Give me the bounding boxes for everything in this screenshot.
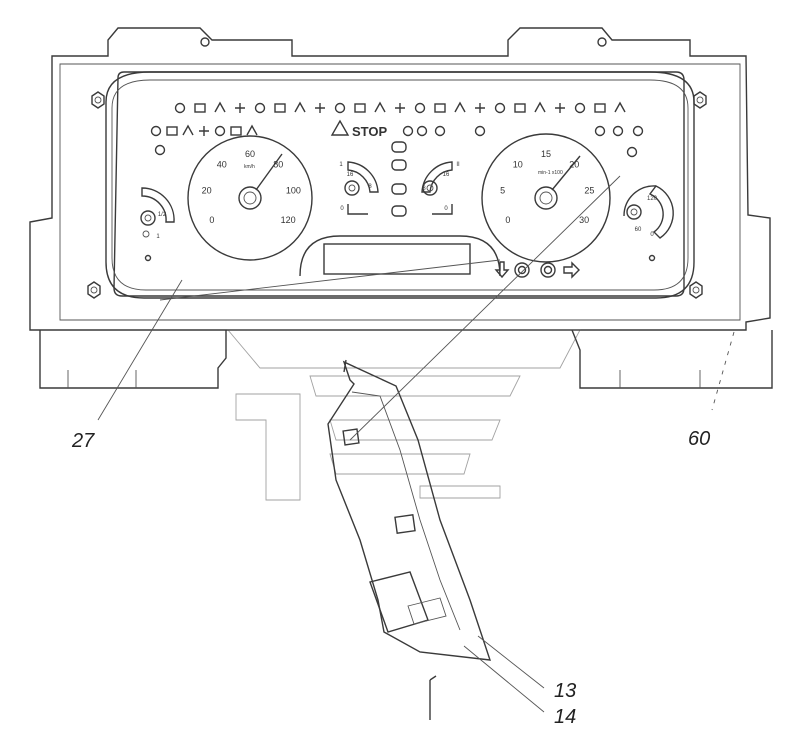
turn-signal-indicators (494, 261, 580, 279)
warning-lamp-icon (230, 126, 242, 136)
warning-lamp-icon (374, 101, 386, 113)
dial-tick-label: 1/2 (158, 212, 167, 218)
warning-lamp-icon (632, 125, 644, 137)
tachometer: min-1 x100 0 5 10 15 20 25 30 (481, 133, 611, 263)
warning-lamp-icon (594, 103, 606, 113)
dial-tick-label: 8 (368, 184, 372, 190)
warning-lamp-icon (235, 103, 245, 113)
indicator-column (391, 141, 407, 217)
warning-lamp-icon (474, 125, 486, 137)
callout-14: 14 (554, 706, 577, 728)
dial-tick-label: 1 (339, 162, 343, 168)
hazard-triangle-icon (330, 119, 350, 136)
dial-tick-label: 40 (217, 159, 227, 169)
dial-tick-label: 0 (444, 206, 448, 212)
connector-module (327, 359, 492, 720)
mounting-bolt-icon (693, 91, 707, 109)
warning-lamp-icon (414, 102, 426, 114)
dial-tick-label: 15 (541, 149, 551, 159)
fuel-gauge: 1/2 1 (140, 187, 175, 262)
arrow-right-icon (563, 261, 580, 279)
dial-tick-label: 25 (584, 186, 594, 196)
warning-lamp-icon (434, 125, 446, 137)
coolant-temp-gauge: 120 60 0 (623, 185, 674, 262)
dial-tick-label: 100 (286, 186, 301, 196)
warning-lamp-icon (334, 102, 346, 114)
warning-lamp-icon (194, 103, 206, 113)
dial-tick-label: 0 (340, 206, 344, 212)
warning-lamp-icon (514, 103, 526, 113)
warning-lamp-icon (294, 101, 306, 113)
dial-tick-label: 60 (635, 227, 642, 233)
leader-lines (97, 175, 735, 713)
warning-lamp-icon (626, 146, 638, 158)
warning-lamp-row (174, 101, 626, 114)
cluster-bezel (105, 71, 695, 299)
callout-27: 27 (72, 430, 95, 452)
mounting-bolt-icon (689, 281, 703, 299)
dial-tick-label: 8 (422, 186, 426, 192)
speedometer-unit: km/h (244, 164, 255, 170)
dial-tick-label: 0 (505, 215, 510, 225)
dial-tick-label: 60 (245, 149, 255, 159)
speedometer: km/h 0 20 40 60 80 100 120 (187, 135, 313, 261)
dial-tick-label: 1 (156, 234, 160, 240)
dial-tick-label: 5 (500, 186, 505, 196)
dial-tick-label: 120 (281, 215, 296, 225)
warning-lamp-icon (402, 125, 414, 137)
warning-lamp-icon (154, 144, 166, 156)
mounting-bolt-icon (87, 281, 101, 299)
warning-lamp-icon (454, 101, 466, 113)
dial-tick-label: 20 (569, 159, 579, 169)
warning-lamp-icon (214, 101, 226, 113)
warning-lamp-icon (182, 124, 194, 136)
warning-lamp-icon (574, 102, 586, 114)
warning-lamp-icon (434, 103, 446, 113)
arrow-down-icon (494, 261, 510, 279)
dial-tick-label: 30 (579, 215, 589, 225)
mounting-bolt-icon (91, 91, 105, 109)
watermark-logo (227, 329, 581, 501)
warning-lamp-icon (612, 125, 624, 137)
warning-lamp-icon (416, 125, 428, 137)
dial-tick-label: 0 (650, 232, 654, 238)
warning-lamp-icon (254, 102, 266, 114)
warning-lamp-icon (534, 101, 546, 113)
dial-tick-label: 120 (647, 196, 658, 202)
warning-lamp-icon (246, 124, 258, 136)
dial-tick-label: II (456, 162, 460, 168)
dial-tick-label: 16 (443, 172, 450, 178)
warning-lamp-icon (199, 126, 209, 136)
warning-lamp-icon (174, 102, 186, 114)
warning-lamp-icon (475, 103, 485, 113)
warning-lamp-icon (150, 125, 162, 137)
callout-60: 60 (688, 428, 711, 450)
speedometer-needle (255, 153, 283, 191)
warning-lamp-icon (555, 103, 565, 113)
warning-lamp-icon (594, 125, 606, 137)
mounting-frame (29, 27, 773, 389)
warning-lamp-icon (354, 103, 366, 113)
tachometer-unit: min-1 x100 (538, 170, 563, 176)
dial-tick-label: 80 (273, 159, 283, 169)
dial-tick-label: 16 (347, 172, 354, 178)
warning-lamp-icon (166, 126, 178, 136)
lcd-display (323, 243, 471, 275)
warning-lamp-row (150, 124, 644, 158)
dial-tick-label: 0 (209, 215, 214, 225)
dial-tick-label: 10 (513, 159, 523, 169)
tachometer-needle (551, 155, 581, 191)
dial-tick-label: 20 (202, 186, 212, 196)
stop-warning-label: STOP (352, 124, 387, 139)
air-pressure-gauge-2: II 16 8 0 (421, 161, 460, 215)
warning-lamp-icon (315, 103, 325, 113)
warning-lamp-icon (214, 125, 226, 137)
callout-13: 13 (554, 680, 577, 702)
warning-lamp-icon (614, 101, 626, 113)
warning-lamp-icon (395, 103, 405, 113)
air-pressure-gauge-1: 1 16 8 0 (339, 161, 379, 215)
warning-lamp-icon (494, 102, 506, 114)
warning-lamp-icon (274, 103, 286, 113)
